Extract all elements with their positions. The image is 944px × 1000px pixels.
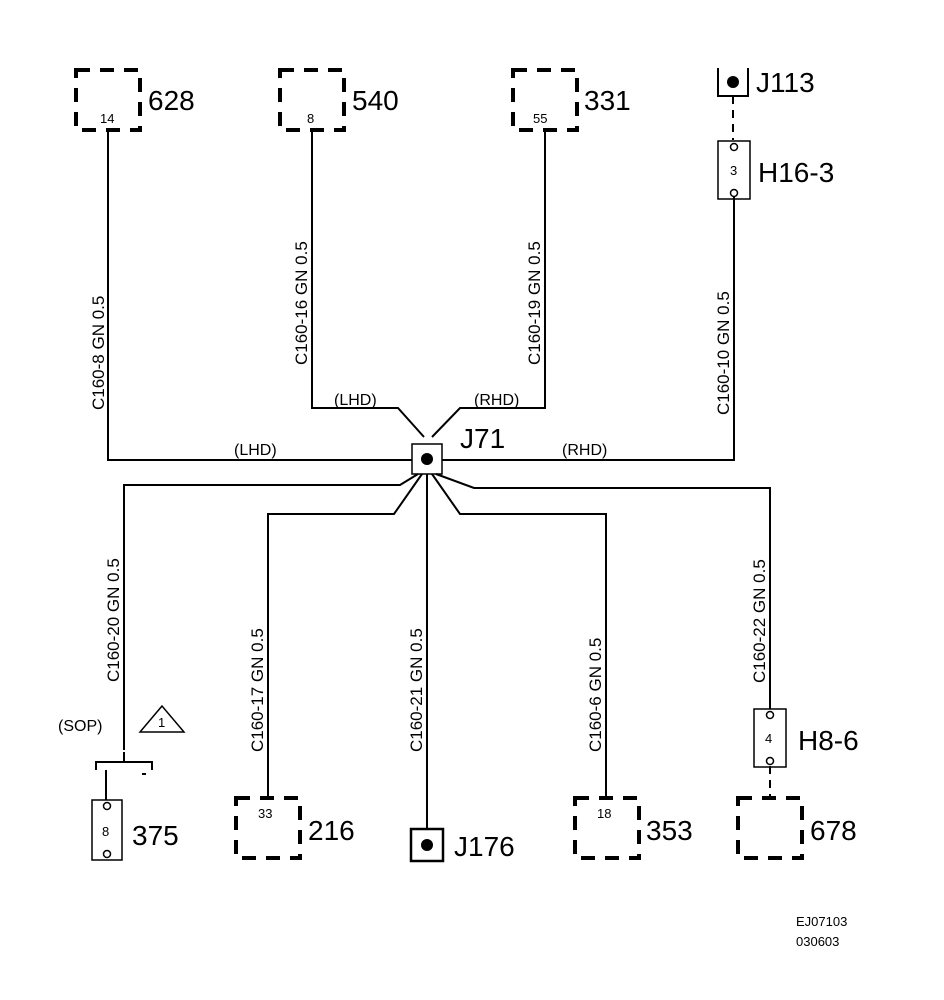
connector-h8-6-pin: 4: [765, 731, 772, 746]
wire-540: [311, 130, 425, 438]
component-628-pin: 14: [100, 111, 114, 126]
component-540: 8 540: [278, 68, 399, 132]
connector-h16-3-top-pin: [729, 142, 739, 152]
wire-375: [123, 473, 419, 750]
connector-h8-6-bottom-pin: [765, 756, 775, 766]
wire-353: [431, 473, 607, 800]
connector-h16-3-pin: 3: [730, 163, 737, 178]
component-331: 55 331: [511, 68, 631, 132]
connector-375-bottom-pin: [102, 849, 112, 859]
splice-j176: J176: [409, 827, 515, 863]
component-353: 18 353: [573, 796, 693, 860]
component-540-label: 540: [352, 85, 399, 116]
splice-j71: J71: [411, 423, 505, 475]
component-216-box: [234, 796, 302, 860]
component-331-pin: 55: [533, 111, 547, 126]
wire-216: [267, 473, 423, 800]
wire-j113: [442, 197, 735, 461]
wire-540-label: C160-16 GN 0.5: [292, 241, 311, 365]
sop-variant: (SOP) 1: [58, 704, 186, 800]
connector-h16-3-bottom-pin: [729, 188, 739, 198]
component-216: 33 216: [234, 796, 355, 860]
footer-code: EJ07103: [796, 914, 847, 929]
component-353-box: [573, 796, 641, 860]
wire-678-label: C160-22 GN 0.5: [750, 559, 769, 683]
wire-216-label: C160-17 GN 0.5: [248, 628, 267, 752]
splice-j176-dot: [421, 839, 433, 851]
component-353-pin: 18: [597, 806, 611, 821]
wire-331: [431, 130, 546, 438]
wire-628: [107, 130, 412, 461]
connector-375-label: 375: [132, 820, 179, 851]
component-331-label: 331: [584, 85, 631, 116]
connector-h16-3-label: H16-3: [758, 157, 834, 188]
splice-j176-label: J176: [454, 831, 515, 862]
component-216-pin: 33: [258, 806, 272, 821]
sop-switch-right: [124, 761, 153, 770]
note-triangle: [138, 704, 186, 733]
sop-label: (SOP): [58, 718, 102, 735]
wire-628-label: C160-8 GN 0.5: [89, 296, 108, 410]
splice-j113-label: J113: [756, 67, 815, 98]
component-540-pin: 8: [307, 111, 314, 126]
lhd-main-label: (LHD): [234, 442, 277, 459]
sop-switch-left: [95, 752, 125, 770]
wire-331-label: C160-19 GN 0.5: [525, 241, 544, 365]
connector-375: 8 375: [91, 799, 179, 861]
lhd-top-label: (LHD): [334, 392, 377, 409]
connector-h8-6-top-pin: [765, 710, 775, 720]
rhd-top-label: (RHD): [474, 392, 519, 409]
footer-date: 030603: [796, 934, 839, 949]
splice-j113-dot: [727, 76, 739, 88]
component-353-label: 353: [646, 815, 693, 846]
splice-j71-label: J71: [460, 423, 505, 454]
splice-j71-dot: [421, 453, 433, 465]
wire-j113-label: C160-10 GN 0.5: [714, 291, 733, 415]
rhd-main-label: (RHD): [562, 442, 607, 459]
component-678: 678: [736, 796, 857, 860]
component-678-box: [736, 796, 804, 860]
wire-j176-label: C160-21 GN 0.5: [407, 628, 426, 752]
connector-375-pin: 8: [102, 824, 109, 839]
connector-h8-6-label: H8-6: [798, 725, 859, 756]
component-628: 14 628: [74, 68, 195, 132]
wire-353-label: C160-6 GN 0.5: [586, 638, 605, 752]
wire-678: [435, 473, 771, 710]
connector-h8-6: 4 H8-6: [753, 708, 859, 798]
component-628-label: 628: [148, 85, 195, 116]
splice-j113: J113: [717, 67, 815, 140]
note-number: 1: [158, 715, 165, 730]
component-216-label: 216: [308, 815, 355, 846]
connector-375-top-pin: [102, 801, 112, 811]
component-678-label: 678: [810, 815, 857, 846]
wire-375-label: C160-20 GN 0.5: [104, 558, 123, 682]
connector-h16-3: 3 H16-3: [717, 140, 834, 200]
